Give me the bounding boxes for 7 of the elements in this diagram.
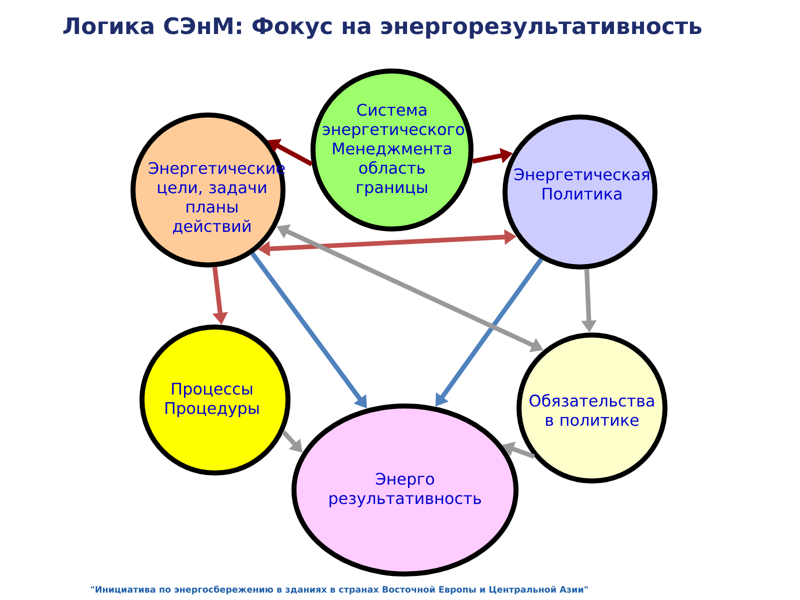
circle-node: Обязательства в политике: [516, 332, 668, 484]
ellipse-node: Энерго результативность: [292, 404, 518, 576]
circle-node: Система энергетического Менеджмента область границы: [310, 68, 474, 232]
title: Логика СЭнМ: Фокус на энергорезультативность: [63, 17, 702, 39]
circle-node: Энергетическая Политика: [502, 114, 658, 270]
circle-node: Процессы Процедуры: [140, 324, 290, 476]
footer-text: "Инициатива по энергосбережению в зданиях в странах Восточной Европы и Центральной Азии": [91, 586, 588, 594]
